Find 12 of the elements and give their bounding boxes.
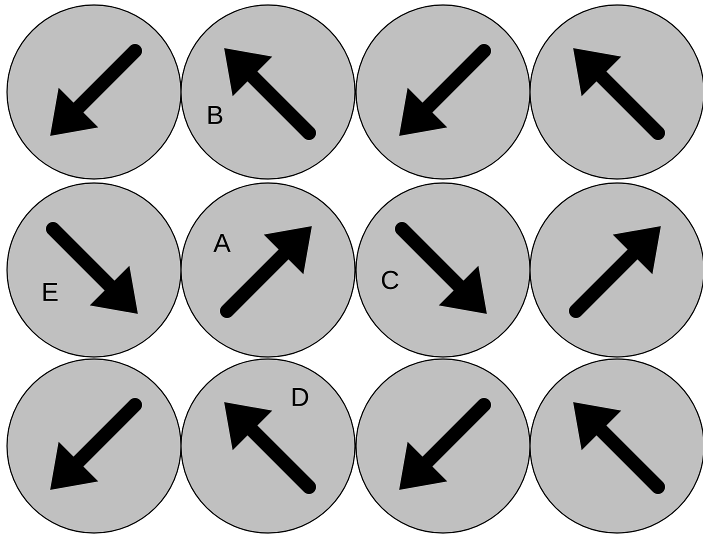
letter-label: B xyxy=(208,106,222,124)
letter-label: D xyxy=(292,388,308,406)
circle xyxy=(529,358,703,534)
circle xyxy=(355,358,531,534)
circle xyxy=(355,4,531,180)
circle xyxy=(6,4,182,180)
circle xyxy=(6,358,182,534)
letter-label: A xyxy=(213,234,231,252)
letter-label: C xyxy=(382,270,398,290)
circle xyxy=(529,182,703,358)
letter-label: E xyxy=(43,283,58,301)
circle xyxy=(529,4,703,180)
